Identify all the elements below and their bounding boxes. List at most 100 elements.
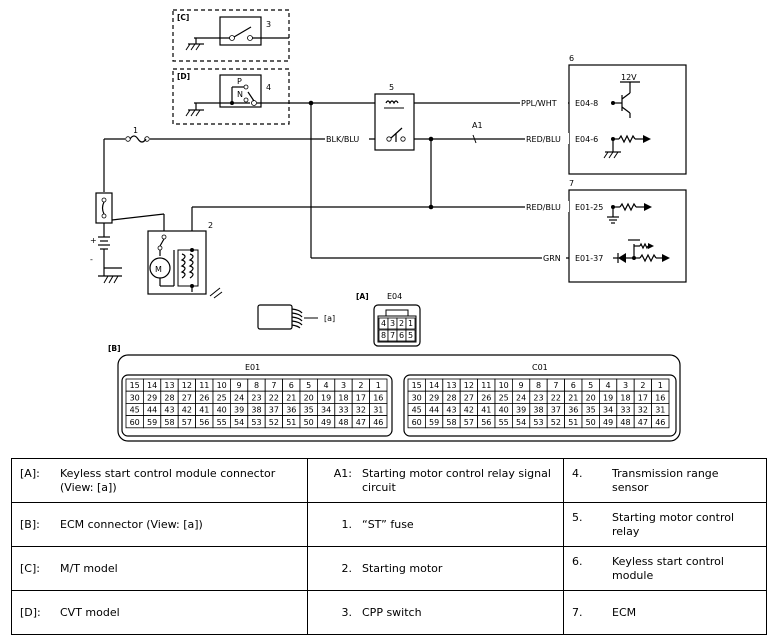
wire-label-ppl-wht: PPL/WHT <box>521 99 557 108</box>
ground-icon <box>185 38 204 51</box>
c01-pin-label: 29 <box>429 393 439 402</box>
legend-key: 6. <box>572 554 583 568</box>
conn-a-tag: [A] <box>356 292 369 301</box>
c01-pin-label: 34 <box>603 406 613 415</box>
range-n-label: N <box>237 90 243 99</box>
motor-m-label: M <box>155 265 162 274</box>
e04-pin-label: 2 <box>399 319 404 328</box>
c01-pin-label: 42 <box>464 406 474 415</box>
e04-pin-label: 3 <box>390 319 395 328</box>
cpp-switch-number: 3 <box>266 20 271 29</box>
c01-pin-label: 8 <box>536 381 541 390</box>
view-a-label: [a] <box>324 314 335 323</box>
e01-pin-label: 47 <box>356 418 366 427</box>
conn-b-tag: [B] <box>108 344 121 353</box>
fuse-number: 1 <box>133 126 138 135</box>
ground-icon <box>185 103 204 117</box>
c01-pin-label: 32 <box>638 406 648 415</box>
e01-pin-label: 10 <box>217 381 227 390</box>
ground-icon <box>98 268 122 284</box>
c01-pin-label: 37 <box>551 406 561 415</box>
e01-pin-label: 23 <box>251 393 261 402</box>
wire-label-red-blu-1: RED/BLU <box>526 135 561 144</box>
battery-minus: - <box>90 255 93 264</box>
e04-pin-label: 4 <box>381 319 386 328</box>
cvt-model-tag: [D] <box>177 72 190 81</box>
e01-pin-label: 38 <box>251 406 261 415</box>
c01-pin-label: 40 <box>499 406 509 415</box>
legend-cell: [B]:ECM connector (View: [a]) <box>11 502 308 547</box>
c01-pin-label: 23 <box>533 393 543 402</box>
legend-cell: 4.Transmission range sensor <box>563 458 767 503</box>
e01-pin-label: 48 <box>338 418 348 427</box>
e01-pin-label: 35 <box>304 406 314 415</box>
mt-model-group: [C] 3 <box>172 9 290 62</box>
legend-key: 2. <box>341 561 353 575</box>
legend-key: [D]: <box>20 605 41 619</box>
c01-pin-label: 28 <box>446 393 456 402</box>
c01-pin-label: 54 <box>516 418 526 427</box>
e01-pin-label: 26 <box>199 393 209 402</box>
e01-pin-label: 54 <box>234 418 244 427</box>
range-p-label: P <box>237 77 242 86</box>
kscm-number: 6 <box>569 54 574 63</box>
e04-pin <box>405 329 416 342</box>
st-fuse: 1 <box>125 126 150 143</box>
e01-pin-label: 40 <box>217 406 227 415</box>
e01-pin-label: 43 <box>164 406 174 415</box>
legend-text: Keyless start control module connector (… <box>60 466 276 494</box>
battery-plus: + <box>90 236 97 245</box>
mt-model-tag: [C] <box>177 13 189 22</box>
e01-pin-label: 28 <box>164 393 174 402</box>
e01-pin-label: 60 <box>130 418 140 427</box>
ecm-number: 7 <box>569 179 574 188</box>
e01-name: E01 <box>245 363 260 372</box>
legend-cell: 3.CPP switch <box>307 590 564 635</box>
c01-pin-label: 2 <box>640 381 645 390</box>
c01-pin-label: 19 <box>603 393 613 402</box>
legend-cell: 7.ECM <box>563 590 767 635</box>
c01-pin-label: 50 <box>586 418 596 427</box>
battery: + - <box>90 233 122 284</box>
c01-pin-label: 51 <box>568 418 578 427</box>
legend-cell: 1.“ST” fuse <box>307 502 564 547</box>
c01-name: C01 <box>532 363 548 372</box>
e01-pin-label: 3 <box>341 381 346 390</box>
terminal-e01-25: E01-25 <box>575 203 603 212</box>
e01-pin-label: 42 <box>182 406 192 415</box>
legend-text: Keyless start control module <box>612 554 724 582</box>
c01-pin-label: 21 <box>568 393 578 402</box>
e01-pin-label: 32 <box>356 406 366 415</box>
e01-pin-label: 55 <box>217 418 227 427</box>
e01-pin-label: 18 <box>338 393 348 402</box>
cpp-switch <box>219 16 262 46</box>
starting-motor-number: 2 <box>208 221 213 230</box>
e01-pin-label: 17 <box>356 393 366 402</box>
e01-pin-label: 19 <box>321 393 331 402</box>
e01-pin-label: 49 <box>321 418 331 427</box>
e01-pin-label: 39 <box>234 406 244 415</box>
relay-number: 5 <box>389 83 394 92</box>
c01-pin-label: 1 <box>658 381 663 390</box>
c01-pin-label: 38 <box>533 406 543 415</box>
e01-pin-label: 2 <box>358 381 363 390</box>
e01-pin-label: 44 <box>147 406 157 415</box>
c01-pin-label: 41 <box>481 406 491 415</box>
ignition-switch <box>95 192 113 224</box>
e04-pin-label: 8 <box>381 331 386 340</box>
legend-key: A1: <box>333 466 352 480</box>
legend-cell: 6. Keyless start control module <box>563 546 767 591</box>
range-sensor-number: 4 <box>266 83 271 92</box>
legend-text: ECM <box>612 605 637 619</box>
e01-pin-label: 25 <box>217 393 227 402</box>
legend-text: CVT model <box>60 605 120 619</box>
c01-pin-label: 27 <box>464 393 474 402</box>
c01-pin-label: 44 <box>429 406 439 415</box>
e04-pin-label: 7 <box>390 331 395 340</box>
e01-pin-label: 24 <box>234 393 244 402</box>
e01-pin-label: 46 <box>373 418 383 427</box>
c01-pin-label: 60 <box>412 418 422 427</box>
